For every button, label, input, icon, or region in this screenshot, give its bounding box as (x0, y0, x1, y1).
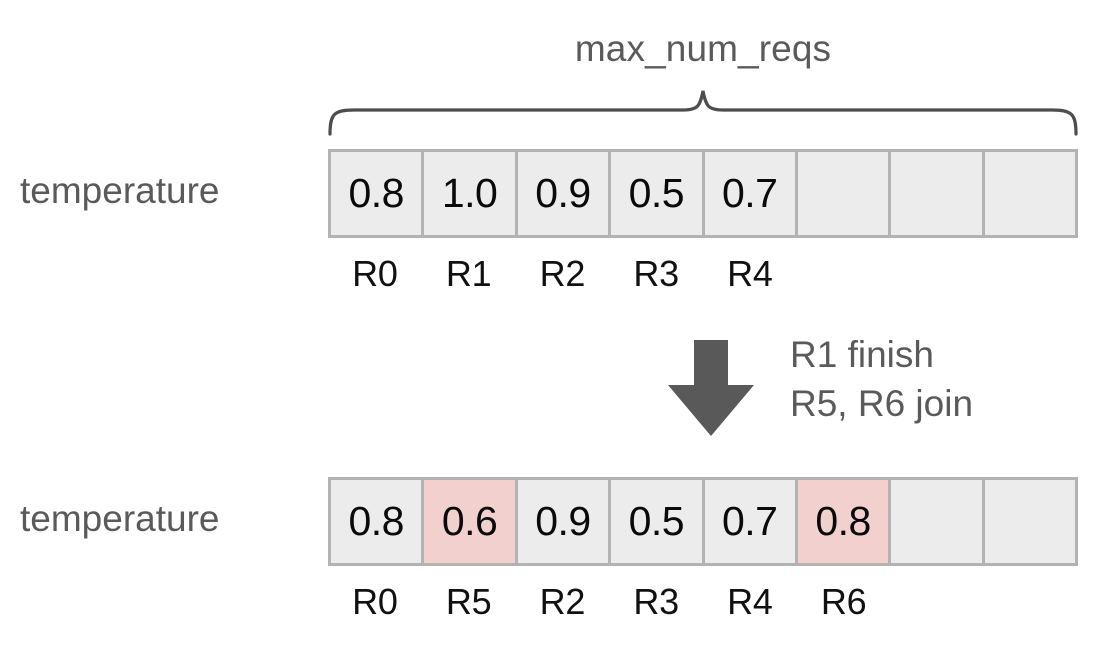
request-id-row-before: R0 R1 R2 R3 R4 (328, 252, 1078, 298)
table-cell: 0.5 (611, 152, 705, 235)
request-id-label: R2 (539, 581, 586, 622)
temperature-row-after: 0.8 0.6 0.9 0.5 0.7 0.8 (328, 477, 1078, 566)
table-cell: 0.7 (704, 480, 798, 563)
transition-note-line: R5, R6 join (790, 383, 974, 424)
transition-note-line: R1 finish (790, 334, 934, 375)
request-id-label: R5 (445, 581, 492, 622)
request-id-row-after: R0 R5 R2 R3 R4 R6 (328, 580, 1078, 626)
table-cell: 0.8 (331, 152, 425, 235)
request-id-label: R0 (352, 581, 398, 622)
table-cell-empty (984, 480, 1075, 563)
table-cell: 0.9 (517, 480, 612, 563)
request-id-label-empty (891, 252, 985, 298)
table-cell-empty (891, 152, 985, 235)
temperature-label-before: temperature (20, 170, 220, 211)
request-id-label: R2 (539, 253, 586, 294)
table-cell: 1.0 (424, 152, 518, 235)
request-id-label: R4 (727, 253, 773, 294)
table-cell: 0.5 (611, 480, 705, 563)
table-cell: 0.8 (331, 480, 425, 563)
table-cell-empty (891, 480, 985, 563)
request-id-label: R1 (445, 253, 492, 294)
request-id-label: R3 (633, 581, 679, 622)
request-id-label-empty (984, 580, 1078, 626)
request-id-label-empty (891, 580, 985, 626)
table-cell-highlighted: 0.6 (424, 480, 518, 563)
request-id-label-empty (984, 252, 1078, 298)
max-num-reqs-brace (328, 88, 1078, 136)
table-cell-empty (984, 152, 1075, 235)
table-cell-highlighted: 0.8 (797, 480, 892, 563)
page-title: max_num_reqs (574, 28, 832, 69)
table-cell: 0.7 (704, 152, 798, 235)
request-id-label: R6 (820, 581, 867, 622)
request-id-label: R0 (352, 253, 398, 294)
temperature-row-before: 0.8 1.0 0.9 0.5 0.7 (328, 149, 1078, 238)
request-id-label: R3 (633, 253, 679, 294)
table-cell: 0.9 (517, 152, 612, 235)
down-arrow-icon (664, 340, 758, 438)
request-id-label-empty (797, 252, 891, 298)
request-id-label: R4 (727, 581, 773, 622)
table-cell-empty (797, 152, 892, 235)
temperature-label-after: temperature (20, 498, 220, 539)
transition-note: R1 finish R5, R6 join (790, 330, 1090, 428)
